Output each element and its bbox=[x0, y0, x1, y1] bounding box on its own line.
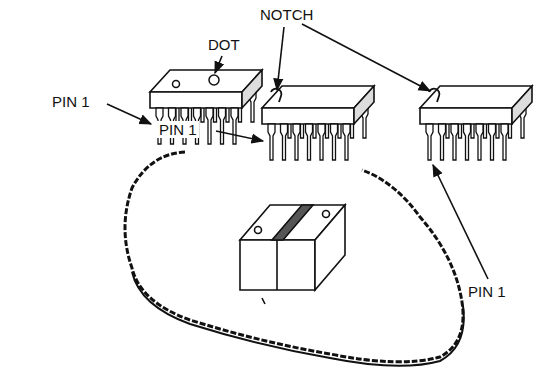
circuit-board bbox=[125, 152, 464, 366]
ic-pin bbox=[426, 124, 433, 160]
dip-ic bbox=[262, 86, 374, 160]
part-label: PIN 1 bbox=[50, 93, 92, 110]
ic-front bbox=[150, 92, 242, 108]
pin1-notch bbox=[271, 89, 281, 102]
ic-pin bbox=[343, 124, 350, 160]
pin1-dot bbox=[209, 75, 219, 85]
pin1-notch bbox=[429, 89, 439, 102]
ic-pin bbox=[231, 108, 238, 144]
ic-side bbox=[242, 70, 262, 108]
ic-pin bbox=[501, 124, 508, 160]
ic-pin bbox=[268, 124, 275, 160]
part-label: DOT bbox=[206, 36, 242, 53]
ic-socket bbox=[240, 205, 345, 304]
ic-pin bbox=[489, 124, 496, 160]
ic-dot bbox=[173, 81, 180, 88]
dip-ic bbox=[150, 70, 262, 144]
ic-pin bbox=[281, 124, 288, 160]
part-label: NOTCH bbox=[258, 6, 315, 23]
leader-lines bbox=[107, 24, 488, 279]
ic-pin bbox=[206, 108, 213, 144]
ic-side bbox=[512, 86, 532, 124]
ic-pin bbox=[219, 108, 226, 144]
ic-pin bbox=[306, 124, 313, 160]
part-label: PIN 1 bbox=[157, 121, 199, 138]
ic-pin bbox=[451, 124, 458, 160]
ic-front bbox=[262, 108, 354, 124]
ic-front bbox=[420, 108, 512, 124]
dip-ic bbox=[420, 86, 532, 160]
ic-pin bbox=[476, 124, 483, 160]
ic-pin bbox=[293, 124, 300, 160]
ic-pin bbox=[464, 124, 471, 160]
part-label: PIN 1 bbox=[466, 283, 508, 300]
ic-pin bbox=[439, 124, 446, 160]
ic-side bbox=[354, 86, 374, 124]
ic-pin bbox=[331, 124, 338, 160]
ic-pin bbox=[318, 124, 325, 160]
